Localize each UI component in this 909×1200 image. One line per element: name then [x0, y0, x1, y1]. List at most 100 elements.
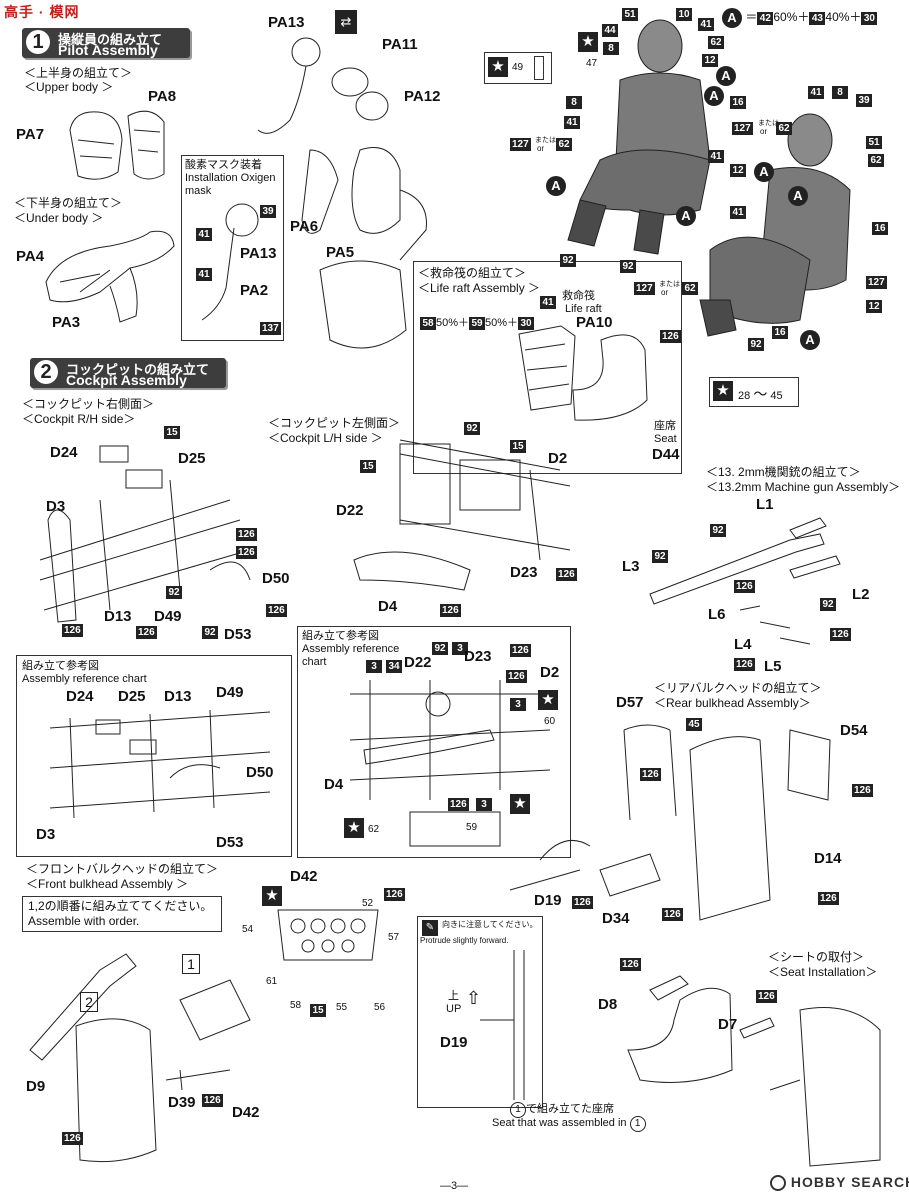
label-D49: D49: [154, 608, 182, 625]
decal-range-from: 28: [738, 390, 751, 402]
color-chip-8-b1: 8: [832, 86, 848, 99]
color-chip-30b: 30: [861, 12, 878, 26]
label-D13: D13: [104, 608, 132, 625]
color-chip-62-b2: 62: [682, 282, 698, 295]
ref2-star-icon-3: ★: [344, 818, 364, 838]
color-chip-126-rear3: 126: [572, 896, 593, 909]
ref-rh-en: Assembly reference chart: [22, 673, 147, 685]
raft-en: ＜Life raft Assembly ＞: [418, 281, 541, 295]
up-en: UP: [446, 1003, 462, 1015]
section1-header: 1 操縦員の組み立て Pilot Assembly: [22, 28, 190, 58]
formula-eq: ＝: [745, 10, 758, 25]
decal-range-star-icon: ★: [713, 381, 733, 401]
color-chip-126-rear5: 126: [818, 892, 839, 905]
section1-title-en: Pilot Assembly: [58, 42, 158, 58]
decal-47: 47: [586, 58, 598, 69]
color-chip-127-f2: 127: [510, 138, 531, 151]
label-PA4: PA4: [16, 248, 45, 265]
color-chip-62-f3: 62: [556, 138, 572, 151]
oxygen-mask-box: [181, 155, 284, 341]
step-2-box: 2: [80, 992, 98, 1012]
color-chip-16-b1: 16: [872, 222, 888, 235]
upper-body-jp: ＜上半身の組立て＞: [24, 66, 133, 80]
color-chip-92-rh2: 92: [202, 626, 218, 639]
ref-label-D25: D25: [118, 688, 146, 705]
formula-pct-a: 60%＋: [773, 10, 810, 25]
label-PA3: PA3: [52, 314, 81, 331]
upper-body-en: ＜Upper body ＞: [24, 80, 114, 94]
order-note-box: [22, 896, 222, 932]
color-chip-126-fb1: 126: [384, 888, 405, 901]
label-D22: D22: [336, 502, 364, 519]
color-chip-92-mg2: 92: [652, 550, 668, 563]
section2-title-jp: コックピットの組み立て: [66, 362, 210, 377]
rh-side-jp: ＜コックピット右側面＞: [22, 397, 155, 411]
color-chip-59: 59: [469, 317, 486, 330]
seat-asm-ref-circle-2: 1: [629, 1116, 646, 1132]
color-chip-126-mg1: 126: [734, 580, 755, 593]
oxygen-jp: 酸素マスク装着: [185, 159, 262, 171]
instrument-panel-drawing: [277, 909, 379, 961]
hobby-search-icon: [770, 1175, 786, 1192]
color-chip-126-rh5: 126: [136, 626, 157, 639]
color-chip-41-f1: 41: [698, 18, 714, 31]
under-body-drawing: [45, 230, 175, 323]
color-chip-126-rh1: 126: [236, 528, 257, 541]
or-en-f2: or: [537, 144, 545, 153]
color-chip-92-f1: 92: [560, 254, 576, 267]
star-icon-pilot: ★: [578, 32, 598, 52]
decal-57: 57: [388, 932, 400, 943]
pilot-front-figure: [567, 19, 711, 255]
decal-range-to: 45: [770, 390, 783, 402]
color-chip-126-rh3: 126: [266, 604, 287, 617]
label-D4: D4: [378, 598, 398, 615]
seat-jp: 座席: [654, 420, 676, 432]
color-chip-15-rh: 15: [164, 426, 180, 439]
ref-lh-en1: Assembly reference: [302, 643, 400, 655]
label-PA12: PA12: [404, 88, 441, 105]
front-jp: ＜フロントバルクヘッドの組立て＞: [26, 862, 219, 876]
rear-en: ＜Rear bulkhead Assembly＞: [654, 696, 811, 710]
label-D23: D23: [510, 564, 538, 581]
protrude-jp: 向きに注意してください。: [442, 920, 538, 929]
rear-jp: ＜リアバルクヘッドの組立て＞: [654, 681, 822, 695]
color-chip-41-hose: 41: [196, 268, 212, 281]
color-chip-39-b1: 39: [856, 94, 872, 107]
decal-58: 58: [290, 1000, 302, 1011]
label-D50: D50: [262, 570, 290, 587]
flip-arrows-icon: ⇄: [335, 10, 357, 34]
machine-gun-drawing: [649, 517, 841, 645]
front-star-icon: ★: [262, 886, 282, 906]
color-chip-41-mask: 41: [196, 228, 212, 241]
label-D7: D7: [718, 1016, 738, 1033]
mg-en: ＜13.2mm Machine gun Assembly＞: [706, 480, 901, 494]
oxygen-mask-drawing: [201, 203, 259, 321]
raft-pct-b: 50%＋: [485, 317, 519, 329]
color-chip-92-f2: 92: [620, 260, 636, 273]
raft-label-en: Life raft: [565, 303, 602, 315]
seat-installation-drawing: [627, 975, 881, 1167]
decal-ref-49: 49: [512, 62, 524, 73]
rh-side-en: ＜Cockpit R/H side＞: [22, 412, 136, 426]
color-chip-43: 43: [809, 12, 826, 26]
label-D34: D34: [602, 910, 630, 927]
label-D42: D42: [290, 868, 318, 885]
ref-chart-lh-box: [297, 626, 571, 858]
brush-icon: ✎: [422, 920, 438, 936]
color-chip-44: 44: [602, 24, 618, 37]
color-chip-127-b1: 127: [866, 276, 887, 289]
label-L3: L3: [622, 558, 640, 575]
color-chip-92-ref: 92: [432, 642, 448, 655]
cockpit-lh-drawing: [353, 439, 571, 591]
color-chip-126-lh2: 126: [440, 604, 461, 617]
color-chip-8-f1: 8: [603, 42, 619, 55]
label-PA13: PA13: [268, 14, 305, 31]
raft-label-jp: 救命筏: [562, 290, 595, 302]
color-chip-126-ref1: 126: [510, 644, 531, 657]
decal-55: 55: [336, 1002, 348, 1013]
color-chip-12-f1: 12: [702, 54, 718, 67]
ref2-star-icon: ★: [538, 690, 558, 710]
label-D19b: D19: [440, 1034, 468, 1051]
